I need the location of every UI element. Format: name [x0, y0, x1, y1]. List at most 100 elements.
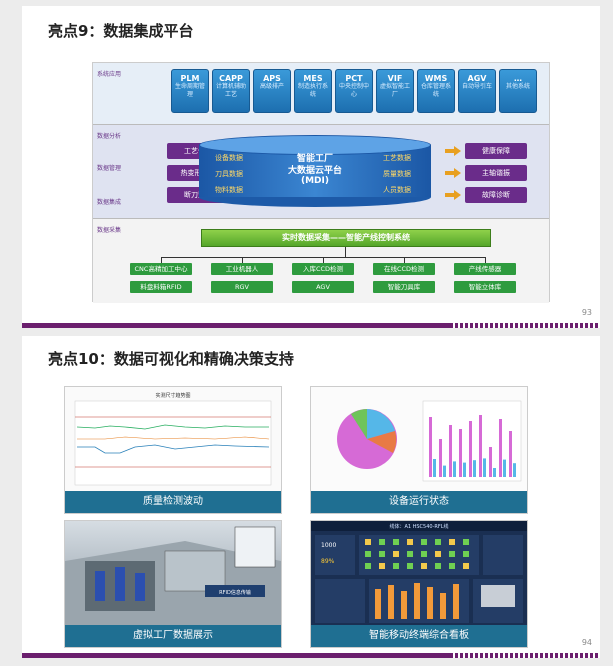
- app-name: AGV: [467, 74, 487, 83]
- band-label-apps: 系统应用: [97, 71, 122, 78]
- bar: [453, 584, 459, 619]
- app-name: PCT: [345, 74, 363, 83]
- status-indicator: [421, 563, 427, 569]
- status-indicator: [393, 551, 399, 557]
- cloud-title-2: 大数据云平台: [287, 166, 342, 176]
- band-label-integration: 数据集成: [97, 199, 122, 206]
- bar: [479, 415, 482, 477]
- cloud-right-0: 工艺数据: [383, 154, 411, 162]
- tile-mobile-dashboard: 线体：A1 HSC540-RFL线 1000 89% 智能移动终端综合看板: [310, 520, 528, 648]
- bar: [388, 585, 394, 619]
- app-name: APS: [263, 74, 281, 83]
- status-indicator: [449, 551, 455, 557]
- tile-caption: 虚拟工厂数据展示: [65, 625, 281, 647]
- status-indicator: [463, 539, 469, 545]
- collection-item: 入库CCD检测: [292, 263, 354, 275]
- bar: [440, 593, 446, 619]
- bar: [469, 421, 472, 477]
- bar: [503, 459, 506, 477]
- status-indicator: [435, 551, 441, 557]
- status-indicator: [379, 539, 385, 545]
- bar: [375, 589, 381, 619]
- arrow-right-icon: [445, 168, 461, 178]
- page-number: 93: [581, 308, 592, 317]
- dashboard-value-2: 89%: [321, 558, 335, 565]
- bar: [493, 468, 496, 477]
- collection-item: 智能刀具库: [373, 281, 435, 293]
- arrow-right-icon: [445, 190, 461, 200]
- footer-bar: [22, 653, 600, 658]
- app-desc: 高级排产: [259, 83, 284, 90]
- cloud-right-2: 人员数据: [383, 186, 411, 194]
- collection-item: 工业机器人: [211, 263, 273, 275]
- cloud-title-3: (MDI): [300, 176, 329, 186]
- collection-item: 智能立体库: [454, 281, 516, 293]
- app-desc: 生命周期管理: [174, 83, 205, 98]
- status-indicator: [379, 551, 385, 557]
- status-indicator: [379, 563, 385, 569]
- status-indicator: [449, 539, 455, 545]
- status-indicator: [365, 563, 371, 569]
- collection-item: CNC高精加工中心: [130, 263, 192, 275]
- big-data-cloud-platform: 设备数据 刀具数据 物料数据 工艺数据 质量数据 人员数据 智能工厂 大数据云平…: [199, 135, 431, 207]
- collection-bar: 实时数据采集——智能产线控制系统: [201, 229, 491, 247]
- bar: [414, 583, 420, 619]
- bar: [513, 463, 516, 477]
- page-number: 94: [581, 638, 592, 647]
- app-desc: 中央控制中心: [338, 83, 369, 98]
- app-name: VIF: [387, 74, 403, 83]
- collection-item: 在线CCD检测: [373, 263, 435, 275]
- tile-equipment-status: 设备运行状态: [310, 386, 528, 514]
- cloud-left-0: 设备数据: [215, 154, 243, 162]
- cloud-left-1: 刀具数据: [215, 170, 243, 178]
- equipment-status-charts: [337, 400, 522, 482]
- app-desc: 自动导引车: [461, 83, 492, 90]
- status-indicator: [463, 551, 469, 557]
- bar: [401, 591, 407, 619]
- cloud-left-2: 物料数据: [215, 186, 243, 194]
- dashboard-header: 线体：A1 HSC540-RFL线: [389, 523, 448, 530]
- rfid-label: RFID信息传输: [219, 589, 251, 596]
- bar: [443, 465, 446, 477]
- box-health: 健康保障: [465, 143, 527, 159]
- tile-quality-fluctuation: 实测尺寸趋势图 质量检测波动: [64, 386, 282, 514]
- status-indicator: [407, 551, 413, 557]
- app-name: MES: [303, 74, 323, 83]
- tile-virtual-factory: RFID信息传输 虚拟工厂数据展示: [64, 520, 282, 648]
- slide-94: 亮点10：数据可视化和精确决策支持 实测尺寸趋势图 质量检测波动: [22, 336, 600, 658]
- bar: [489, 447, 492, 477]
- tile-caption: 设备运行状态: [311, 491, 527, 513]
- footer-bar: [22, 323, 600, 328]
- app-desc: 仓库管理系统: [420, 83, 451, 98]
- bar: [509, 431, 512, 477]
- app-name: PLM: [180, 74, 200, 83]
- cloud-title-1: 智能工厂: [296, 154, 333, 164]
- collection-item: 产线传感器: [454, 263, 516, 275]
- app-name: …: [514, 74, 522, 83]
- status-indicator: [365, 551, 371, 557]
- collection-item: 料盘料箱RFID: [130, 281, 192, 293]
- bar: [473, 460, 476, 477]
- virtual-factory-scene: RFID信息传输: [65, 526, 281, 625]
- status-indicator: [463, 563, 469, 569]
- tile-caption: 质量检测波动: [65, 491, 281, 513]
- bar: [429, 417, 432, 477]
- dashboard-value-1: 1000: [321, 542, 336, 549]
- status-indicator: [407, 539, 413, 545]
- status-indicator: [365, 539, 371, 545]
- box-spindle-resonance: 主轴谐振: [465, 165, 527, 181]
- chart-title: 实测尺寸趋势图: [155, 392, 190, 399]
- band-label-management: 数据管理: [97, 165, 122, 172]
- app-name: CAPP: [219, 74, 243, 83]
- status-indicator: [421, 551, 427, 557]
- collection-item: AGV: [292, 281, 354, 293]
- status-indicator: [449, 563, 455, 569]
- status-indicator: [407, 563, 413, 569]
- quality-line-chart: 实测尺寸趋势图: [74, 392, 272, 486]
